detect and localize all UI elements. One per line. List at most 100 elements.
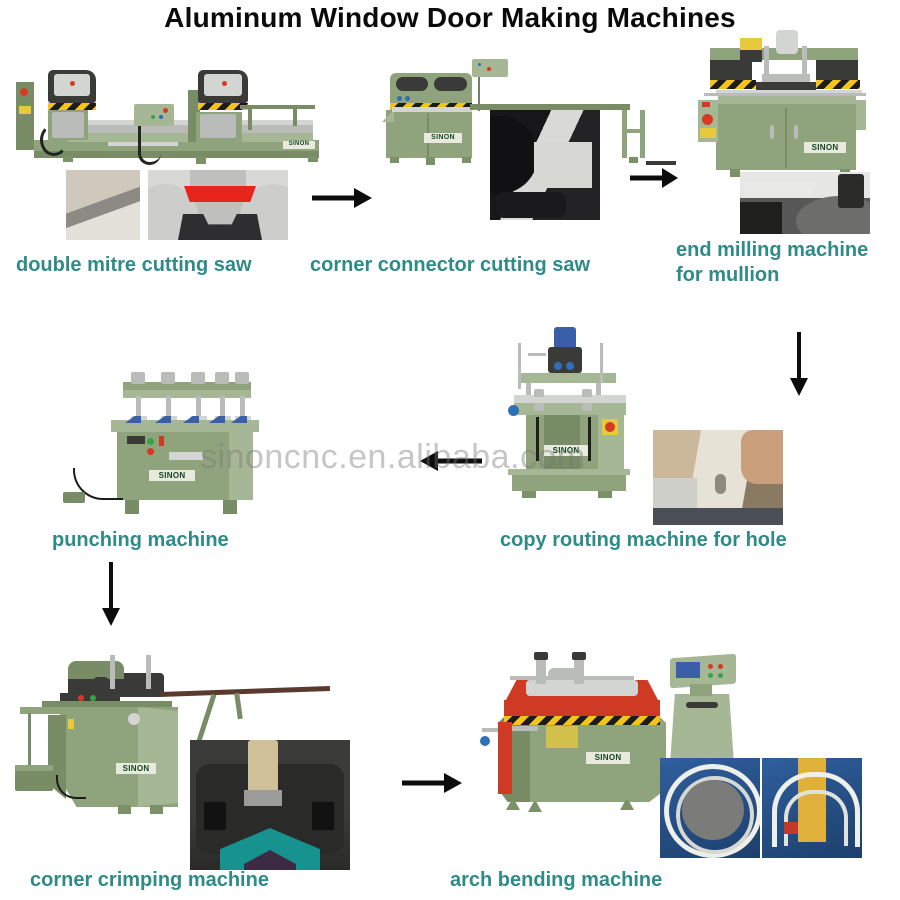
- ab-bending-table: [526, 680, 638, 696]
- ab-foot-1: [506, 800, 520, 810]
- saw-emergency-button: [20, 88, 28, 96]
- saw-base-shadow: [34, 151, 319, 158]
- saw-rail-top: [58, 120, 313, 125]
- pm-post-base-3: [191, 416, 207, 420]
- cr-guide-left: [526, 383, 531, 395]
- cr-handle-arm: [528, 353, 546, 356]
- cr-carriage: [520, 373, 616, 383]
- saw-cable-2: [138, 126, 161, 165]
- cr-column-left: [526, 415, 544, 473]
- saw-support-arm-brace2: [293, 108, 297, 126]
- em-rail-bar: [704, 93, 866, 96]
- cc2-foot-2: [150, 805, 163, 814]
- cc-control-stand: [478, 77, 480, 111]
- ab-foot-2: [528, 802, 542, 812]
- photo-ab-ring-fill: [682, 780, 744, 840]
- cc2-left-table: [20, 707, 68, 714]
- machine-end-milling: SINON: [690, 30, 890, 180]
- em-table-rail: [716, 90, 862, 95]
- pm-cylinder-4: [215, 372, 229, 384]
- photo-corner-crimping-detail: [190, 740, 350, 870]
- machine-double-mitre-cutting-saw: SINON: [8, 50, 338, 170]
- photo-red-profile: [184, 186, 256, 202]
- label-corner-connector-cutting-saw: corner connector cutting saw: [310, 254, 591, 276]
- arrow-left-4: [418, 448, 484, 474]
- cc-long-rail: [470, 104, 630, 110]
- cc-window-left: [396, 77, 428, 91]
- ab-roller-head: [548, 668, 582, 680]
- em-head-column-right: [802, 46, 807, 80]
- cr-vertical-rod-right: [600, 343, 603, 383]
- photo-cc-panel: [534, 142, 592, 188]
- em-door-split: [785, 108, 787, 168]
- cc2-arm-brace-2: [234, 692, 243, 720]
- cr-base-top: [508, 469, 630, 475]
- photo-em-dark-block: [740, 202, 782, 234]
- em-control-dark: [740, 50, 762, 62]
- label-punching-machine: punching machine: [52, 529, 229, 551]
- cr-work-bar: [530, 397, 596, 403]
- ab-tool-cap-1: [534, 652, 548, 660]
- ab-red-front: [504, 700, 660, 716]
- ab-tool-cap-2: [572, 652, 586, 660]
- cr-base: [512, 473, 626, 491]
- saw-left-post: [16, 82, 34, 150]
- pm-clamp-4: [209, 416, 225, 423]
- pm-post-4: [220, 396, 225, 418]
- pm-brand-logo: SINON: [149, 470, 195, 481]
- photo-mitre-clamp-detail: [66, 170, 140, 240]
- arrow-right-1: [310, 185, 374, 211]
- photo-arch-bending-arches: [762, 758, 862, 858]
- cc-hazard-stripe: [390, 103, 472, 110]
- cr-foot-right: [598, 491, 612, 498]
- ab-panel-button-4: [718, 673, 723, 678]
- cc2-yellow-mark: [68, 719, 74, 729]
- cr-knob-2: [566, 362, 574, 370]
- em-table: [718, 96, 856, 104]
- arrow-right-2: [628, 165, 680, 191]
- saw-panel-green-button: [151, 115, 155, 119]
- photo-cc-rollers: [496, 192, 566, 218]
- arrow-down-right: [786, 330, 812, 398]
- saw-left-plate: [19, 106, 31, 114]
- pm-display: [127, 436, 145, 444]
- pm-foot-pedal: [63, 492, 85, 503]
- cc2-gauge: [128, 713, 140, 725]
- pm-post-3: [196, 396, 201, 418]
- cc2-hydraulic-1: [94, 677, 108, 695]
- em-head-column-left: [764, 46, 769, 80]
- em-handle-left: [770, 125, 774, 139]
- cc-button-2: [405, 96, 410, 101]
- pm-cylinder-5: [235, 372, 249, 384]
- cr-guide-right: [596, 383, 601, 395]
- cc-button-1: [397, 96, 402, 101]
- pm-clamp-3: [183, 416, 199, 423]
- cc-rail-leg-brace: [622, 129, 645, 133]
- photo-corner-connector-interior: [490, 110, 600, 220]
- label-corner-crimping-machine: corner crimping machine: [30, 869, 269, 891]
- pm-cabinet-right: [229, 432, 253, 500]
- cc2-foot-pedal-top: [15, 765, 53, 771]
- cc2-hydraulic-2: [124, 675, 140, 695]
- cr-motor-housing: [548, 347, 582, 373]
- ab-brand-logo: SINON: [586, 752, 630, 764]
- cc-brand-logo: SINON: [424, 133, 462, 143]
- cc2-foot-pedal: [15, 769, 53, 791]
- em-yellow-plate: [700, 128, 716, 138]
- photo-crimp-punch: [248, 740, 278, 796]
- pm-cylinder-1: [131, 372, 145, 384]
- em-handle-right: [794, 125, 798, 139]
- pm-top-beam-face: [123, 390, 251, 398]
- saw-rail: [58, 124, 313, 134]
- em-right-post: [856, 100, 866, 130]
- photo-mitre-blades-detail: [148, 170, 288, 240]
- ab-side-lever-left: [482, 728, 504, 732]
- cc-control-blue-button: [478, 63, 481, 66]
- cc-window-right: [434, 77, 467, 91]
- ab-hazard-stripe: [504, 716, 660, 725]
- pm-post-1: [136, 396, 141, 418]
- photo-em-spindle: [838, 174, 864, 208]
- em-emergency-stop: [702, 114, 713, 125]
- pm-cylinder-3: [191, 372, 205, 384]
- cr-knob-1: [554, 362, 562, 370]
